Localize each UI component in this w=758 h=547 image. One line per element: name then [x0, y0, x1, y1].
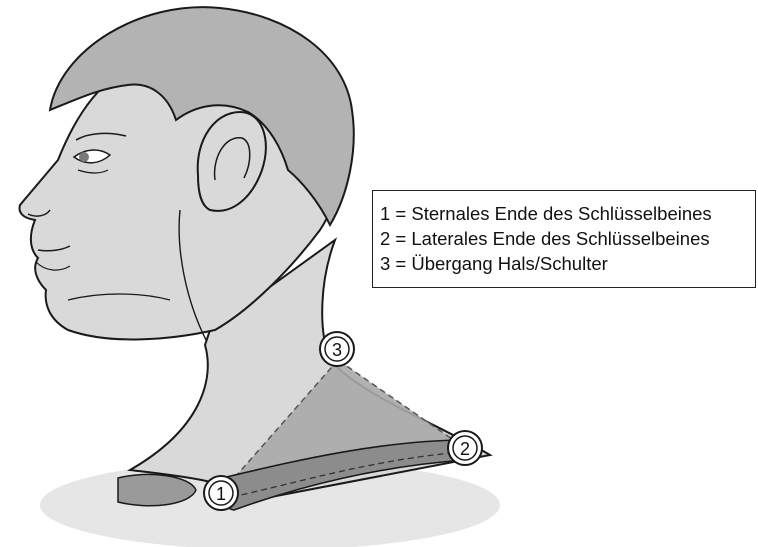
legend-item-1: 1 = Sternales Ende des Schlüsselbeines — [380, 201, 755, 226]
legend-box: 1 = Sternales Ende des Schlüsselbeines 2… — [372, 190, 756, 288]
marker-2-label: 2 — [460, 439, 470, 459]
marker-1: 1 — [204, 476, 238, 510]
marker-1-label: 1 — [216, 484, 226, 504]
marker-2: 2 — [448, 431, 482, 465]
marker-3: 3 — [320, 332, 354, 366]
legend-item-2: 2 = Laterales Ende des Schlüsselbeines — [380, 226, 755, 251]
iris — [79, 152, 89, 162]
legend-item-3: 3 = Übergang Hals/Schulter — [380, 251, 755, 276]
marker-3-label: 3 — [332, 340, 342, 360]
